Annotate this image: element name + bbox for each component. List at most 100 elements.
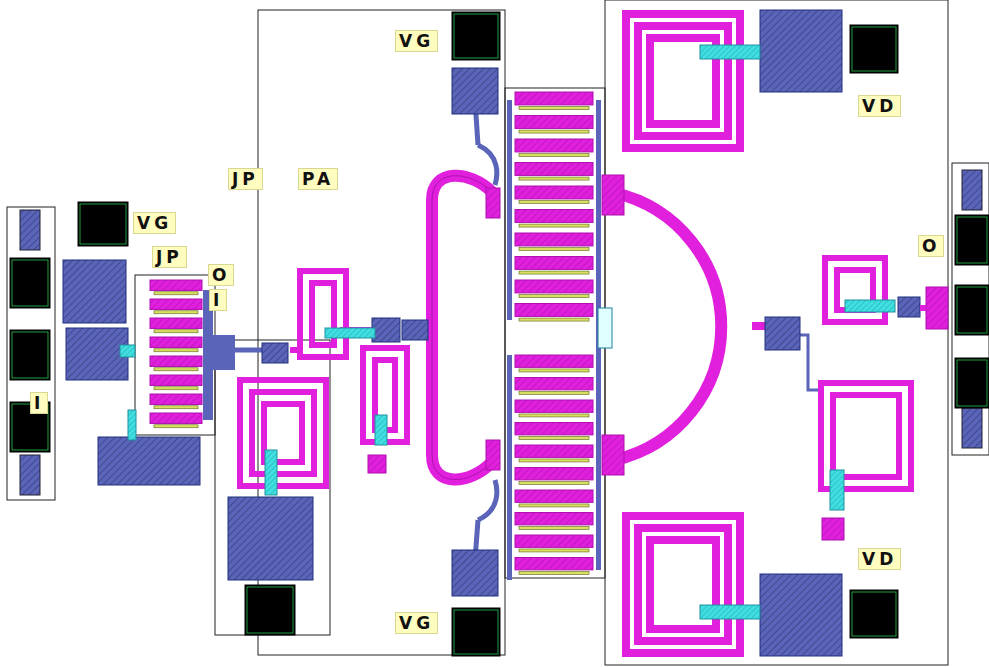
pad-outline	[80, 204, 126, 244]
gate-tab	[486, 440, 500, 470]
pad-outline	[12, 260, 48, 306]
transistor-finger	[150, 375, 202, 385]
drain-tab	[602, 435, 624, 475]
pad-outline	[957, 217, 987, 263]
pin-label: I	[209, 289, 227, 311]
transistor-finger	[515, 558, 593, 570]
pad-outline	[247, 587, 293, 633]
mim-capacitor	[372, 318, 400, 342]
bond-pad	[10, 258, 50, 308]
finger-gate	[519, 154, 589, 157]
spiral-inductor	[833, 395, 899, 477]
transistor-finger	[515, 468, 593, 480]
mim-capacitor	[452, 68, 498, 114]
region-outline	[952, 163, 989, 455]
gate-tab	[486, 188, 500, 218]
finger-gate	[154, 330, 198, 333]
thin-film-resistor	[128, 410, 136, 440]
pin-label: O	[918, 235, 944, 257]
transistor-finger	[515, 163, 593, 176]
pad-outline	[957, 360, 987, 406]
finger-gate	[519, 369, 589, 372]
thin-film-resistor	[325, 328, 375, 338]
pin-label: O	[208, 264, 234, 286]
mim-capacitor	[262, 343, 288, 363]
spiral-inductor	[240, 380, 326, 486]
mim-capacitor	[66, 328, 128, 380]
finger-gate	[154, 349, 198, 352]
spiral-inductor	[252, 392, 314, 474]
mim-capacitor	[228, 497, 313, 580]
pin-label: VG	[395, 30, 438, 52]
divider-edge	[432, 176, 492, 480]
spiral-inductor	[638, 528, 728, 641]
finger-gate	[519, 107, 589, 110]
finger-gate	[519, 459, 589, 462]
bond-pad	[452, 12, 500, 60]
thin-film-resistor	[265, 450, 277, 495]
finger-gate	[519, 318, 589, 321]
bond-pad	[850, 25, 898, 73]
finger-gate	[154, 368, 198, 371]
stabilizer	[598, 308, 612, 348]
finger-gate	[519, 549, 589, 552]
mim-capacitor	[402, 320, 428, 340]
spiral-inductor	[638, 26, 728, 136]
gate-bus	[507, 355, 512, 580]
region-outline	[135, 275, 215, 435]
finger-gate	[519, 436, 589, 439]
finger-gate	[519, 526, 589, 529]
transistor-finger	[515, 400, 593, 412]
trace	[920, 305, 926, 311]
finger-gate	[154, 292, 198, 295]
gate-line	[478, 145, 497, 185]
transistor-finger	[515, 116, 593, 129]
strip-cap	[962, 408, 982, 448]
transistor-finger	[150, 337, 202, 347]
finger-gate	[154, 387, 198, 390]
mim-capacitor	[760, 10, 842, 92]
bond-pad	[850, 590, 898, 638]
pin-label: JP	[228, 168, 263, 190]
finger-gate	[519, 414, 589, 417]
transistor-finger	[515, 233, 593, 246]
spiral-inductor	[626, 14, 740, 148]
pad-outline	[454, 610, 498, 654]
transistor-finger	[515, 139, 593, 152]
gate-bus	[507, 100, 512, 320]
finger-gate	[154, 311, 198, 314]
finger-gate	[519, 504, 589, 507]
strip-cap	[20, 210, 40, 250]
pin-label: I	[30, 392, 48, 414]
pad-outline	[957, 287, 987, 333]
thin-film-resistor	[120, 345, 135, 357]
finger-gate	[519, 571, 589, 574]
mim-capacitor	[898, 297, 920, 317]
pad-outline	[852, 592, 896, 636]
transistor-finger	[515, 355, 593, 367]
transistor-finger	[515, 513, 593, 525]
mim-capacitor	[760, 574, 842, 656]
pin-label: VD	[858, 95, 901, 117]
finger-gate	[519, 271, 589, 274]
transistor-finger	[515, 186, 593, 199]
bond-pad	[10, 330, 50, 380]
spiral-inductor	[300, 271, 346, 357]
transistor-finger	[515, 92, 593, 105]
thin-film-resistor	[845, 300, 895, 312]
pin-label: JP	[152, 246, 187, 268]
pad-outline	[454, 14, 498, 58]
region-outline	[605, 0, 948, 665]
transistor-finger	[515, 445, 593, 457]
finger-gate	[519, 177, 589, 180]
mim-capacitor	[765, 317, 800, 350]
thin-film-resistor	[700, 45, 760, 59]
bond-pad	[245, 585, 295, 635]
pin-label: VD	[858, 548, 901, 570]
pin-label: VG	[395, 612, 438, 634]
finger-gate	[519, 201, 589, 204]
power-divider	[432, 176, 492, 480]
region-outline	[215, 340, 330, 635]
thin-film-resistor	[700, 605, 760, 619]
bond-pad	[955, 285, 989, 335]
